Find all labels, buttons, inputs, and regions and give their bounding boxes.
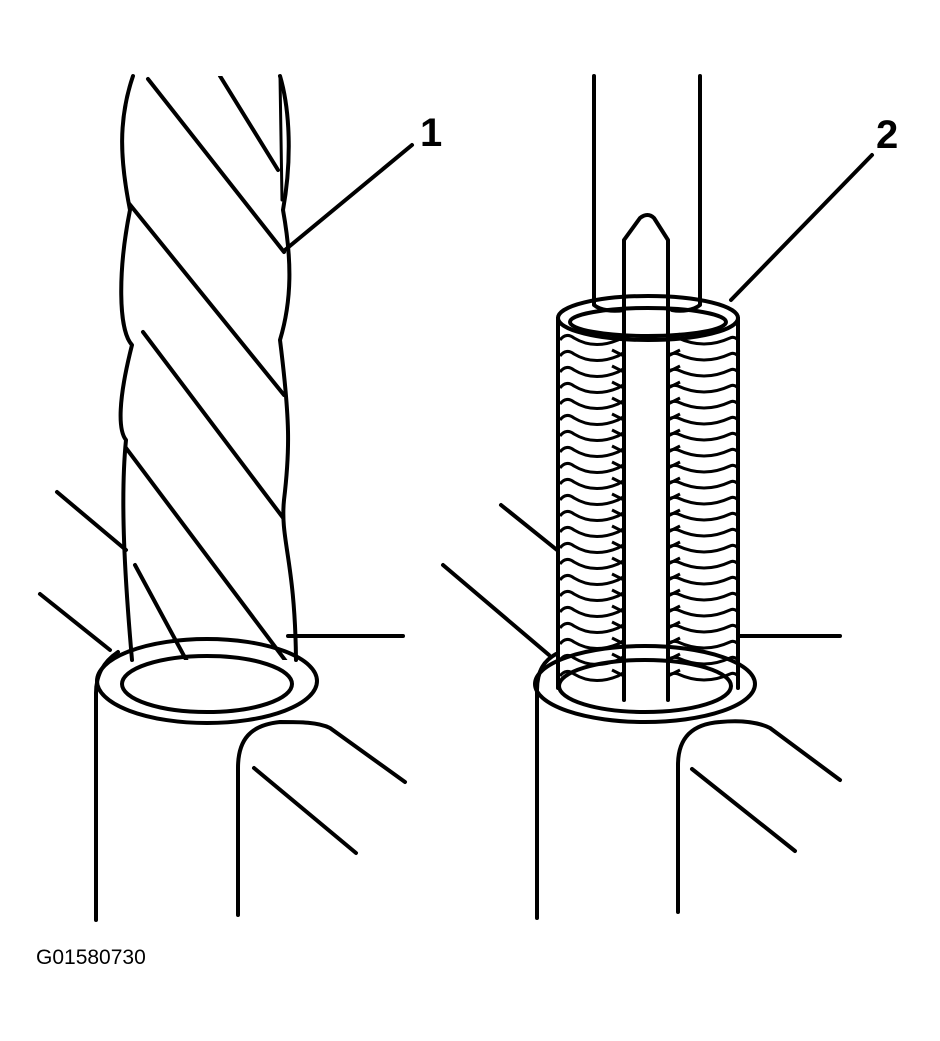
thread-tooth [611, 364, 681, 374]
thread-rows [558, 332, 740, 682]
thread-tooth [611, 492, 681, 502]
thread-tooth [611, 428, 681, 438]
thread-row-right [666, 575, 740, 586]
thread-row-right [666, 591, 740, 602]
thread-tooth [611, 508, 681, 518]
thread-row-right [666, 479, 740, 490]
left-workpiece [38, 490, 407, 922]
thread-tooth [611, 572, 681, 582]
thread-tooth [611, 460, 681, 470]
thread-row-right [666, 415, 740, 426]
thread-row-right [666, 511, 740, 522]
figure-id: G01580730 [36, 946, 146, 969]
thread-tooth [611, 556, 681, 566]
thread-row-right [666, 431, 740, 442]
callout-2-label: 2 [876, 113, 898, 157]
thread-tooth [611, 652, 681, 662]
thread-tooth [611, 588, 681, 598]
thread-row-right [666, 495, 740, 506]
callout-1-label: 1 [420, 111, 442, 155]
thread-tooth [611, 636, 681, 646]
thread-row-right [666, 367, 740, 378]
thread-row-right [666, 527, 740, 538]
thread-row-right [666, 447, 740, 458]
drill-bit [118, 74, 298, 662]
thread-row-right [666, 559, 740, 570]
thread-row-right [666, 463, 740, 474]
right-workpiece [441, 503, 842, 920]
thread-tooth [611, 412, 681, 422]
thread-tooth [611, 540, 681, 550]
thread-tooth [611, 380, 681, 390]
thread-row-right [666, 543, 740, 554]
thread-tooth [611, 524, 681, 534]
thread-insert [556, 294, 740, 690]
thread-tooth [611, 620, 681, 630]
thread-row-right [666, 399, 740, 410]
thread-tooth [611, 332, 681, 342]
thread-tooth [611, 348, 681, 358]
thread-tooth [611, 444, 681, 454]
thread-tooth [611, 604, 681, 614]
callout-2-leader [729, 153, 874, 302]
thread-tooth [611, 396, 681, 406]
thread-tooth [611, 476, 681, 486]
callout-1-leader [283, 143, 414, 252]
thread-row-right [666, 351, 740, 362]
thread-tooth [611, 668, 681, 678]
thread-row-right [666, 607, 740, 618]
thread-row-right [666, 383, 740, 394]
thread-row-right [666, 623, 740, 634]
